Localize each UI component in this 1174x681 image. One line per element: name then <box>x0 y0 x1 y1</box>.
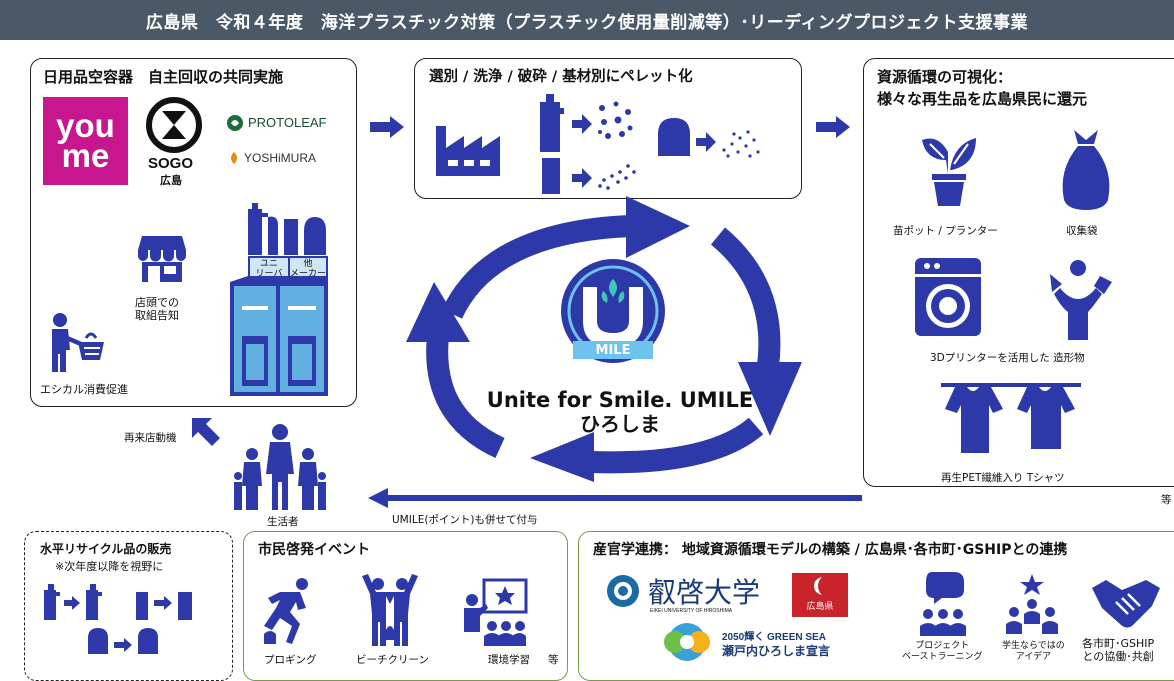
environmental-study-icon <box>464 578 528 646</box>
protoleaf-icon <box>227 115 243 131</box>
tshirt-icon <box>941 383 1081 453</box>
sogo-logo-icon <box>146 97 202 153</box>
box-title-events: 市民啓発イベント <box>258 542 370 558</box>
label-collab: 各市町･GSHIP との協働･共創 <box>1082 637 1155 663</box>
sogo-sub: 広島 <box>160 175 182 187</box>
bottle-flakes-icon <box>540 94 760 194</box>
umile-badge-text: MILE <box>595 343 631 358</box>
label-etc-events: 等 <box>548 654 559 666</box>
pref-emblem-icon <box>814 577 822 595</box>
box-container-horizontal <box>24 531 233 681</box>
handshake-icon <box>1092 580 1160 628</box>
printed-objects-icon <box>1050 260 1112 340</box>
box-container-visualization <box>863 58 1174 487</box>
box-title-processing: 選別 / 洗浄 / 破砕 / 基材別にペレット化 <box>429 69 693 85</box>
eikei-name: 叡啓大学 <box>648 576 761 609</box>
collection-bin-icon <box>230 256 328 396</box>
bin-label-others: 他 メーカー <box>290 259 327 279</box>
youme-logo: you me <box>43 97 128 185</box>
arrow-up-left-icon <box>192 418 220 446</box>
label-beach-clean: ビーチクリーン <box>356 654 429 666</box>
label-citizen: 生活者 <box>267 516 299 528</box>
label-bag: 収集袋 <box>1066 225 1098 237</box>
label-idea: 学生ならではの アイデア <box>1002 641 1065 662</box>
student-idea-icon <box>1006 574 1058 634</box>
store-icon <box>138 236 186 282</box>
collection-bin: ユニ リーバ 他 メーカー <box>230 256 328 396</box>
box-title-visualization-2: 様々な再生品を広島県民に還元 <box>877 90 1088 108</box>
citizens-icon <box>234 424 326 510</box>
cycle-arrows-icon <box>406 196 802 482</box>
ethical-label: エシカル消費促進 <box>40 383 128 396</box>
yoshimura-name: YOSHiMURA <box>244 151 317 165</box>
shopper-icon <box>52 313 104 372</box>
beach-clean-icon <box>362 574 418 646</box>
sogo-name: SOGO <box>148 155 194 172</box>
label-3d-print: 3Dプリンターを活用した 造形物 <box>930 352 1085 364</box>
umile-badge-icon <box>561 259 665 363</box>
green-sea-logo-icon <box>664 623 710 661</box>
arrow-right-icon <box>816 116 850 138</box>
label-pbl: プロジェクト ベーストラーニング <box>902 641 983 662</box>
label-plogging: プロギング <box>264 654 317 666</box>
eikei-logo-icon <box>607 575 639 607</box>
box-title-visualization-1: 資源循環の可視化： <box>877 68 1013 86</box>
pref-name: 広島県 <box>806 602 834 612</box>
eikei-sub: EIKEI UNIVERSITY OF HIROSHIMA <box>650 608 733 614</box>
horizontal-recycle-icon <box>44 584 192 654</box>
arrow-right-icon <box>370 116 404 138</box>
center-slogan: Unite for Smile. UMILE ひろしま <box>470 388 770 436</box>
gs-line2: 瀬戸内ひろしま宣言 <box>722 644 831 658</box>
bottles-icon <box>248 203 326 255</box>
plant-pot-icon <box>922 138 976 206</box>
protoleaf-name: PROTOLEAF <box>248 115 327 130</box>
arrow-left-long-icon <box>368 488 862 508</box>
label-tshirt: 再生PET繊維入り Tシャツ <box>941 472 1065 484</box>
banner-title: 広島県 令和４年度 海洋プラスチック対策（プラスチック使用量削減等）･リーディン… <box>0 0 1174 40</box>
label-env-study: 環境学習 <box>488 654 530 666</box>
label-etc-visual: 等 <box>1161 494 1172 506</box>
yoshimura-icon <box>231 152 237 164</box>
plogging-icon <box>264 578 308 644</box>
label-points: UMILE(ポイント)も併せて付与 <box>392 514 538 526</box>
washing-machine-icon <box>915 258 981 336</box>
label-next-year: ※次年度以降を視野に <box>55 560 164 573</box>
slogan-line2: ひろしま <box>580 412 660 436</box>
slogan-line1: Unite for Smile. UMILE <box>486 388 754 412</box>
garbage-bag-icon <box>1062 130 1110 210</box>
pbl-icon <box>920 572 966 636</box>
label-pot: 苗ポット / プランター <box>893 225 998 237</box>
bin-label-unilever: ユニ リーバ <box>255 259 283 279</box>
label-revisit: 再来店動機 <box>124 432 177 444</box>
box-title-partnership: 産官学連携： 地域資源循環モデルの構築 / 広島県･各市町･GSHIPとの連携 <box>593 542 1068 558</box>
pref-logo: 広島県 <box>792 573 848 617</box>
store-label: 店頭での 取組告知 <box>135 296 179 322</box>
box-title-collection: 日用品空容器 自主回収の共同実施 <box>43 68 284 86</box>
factory-icon <box>436 126 500 176</box>
gs-line1: 2050輝く GREEN SEA <box>722 632 826 643</box>
box-title-horizontal: 水平リサイクル品の販売 <box>40 542 172 556</box>
